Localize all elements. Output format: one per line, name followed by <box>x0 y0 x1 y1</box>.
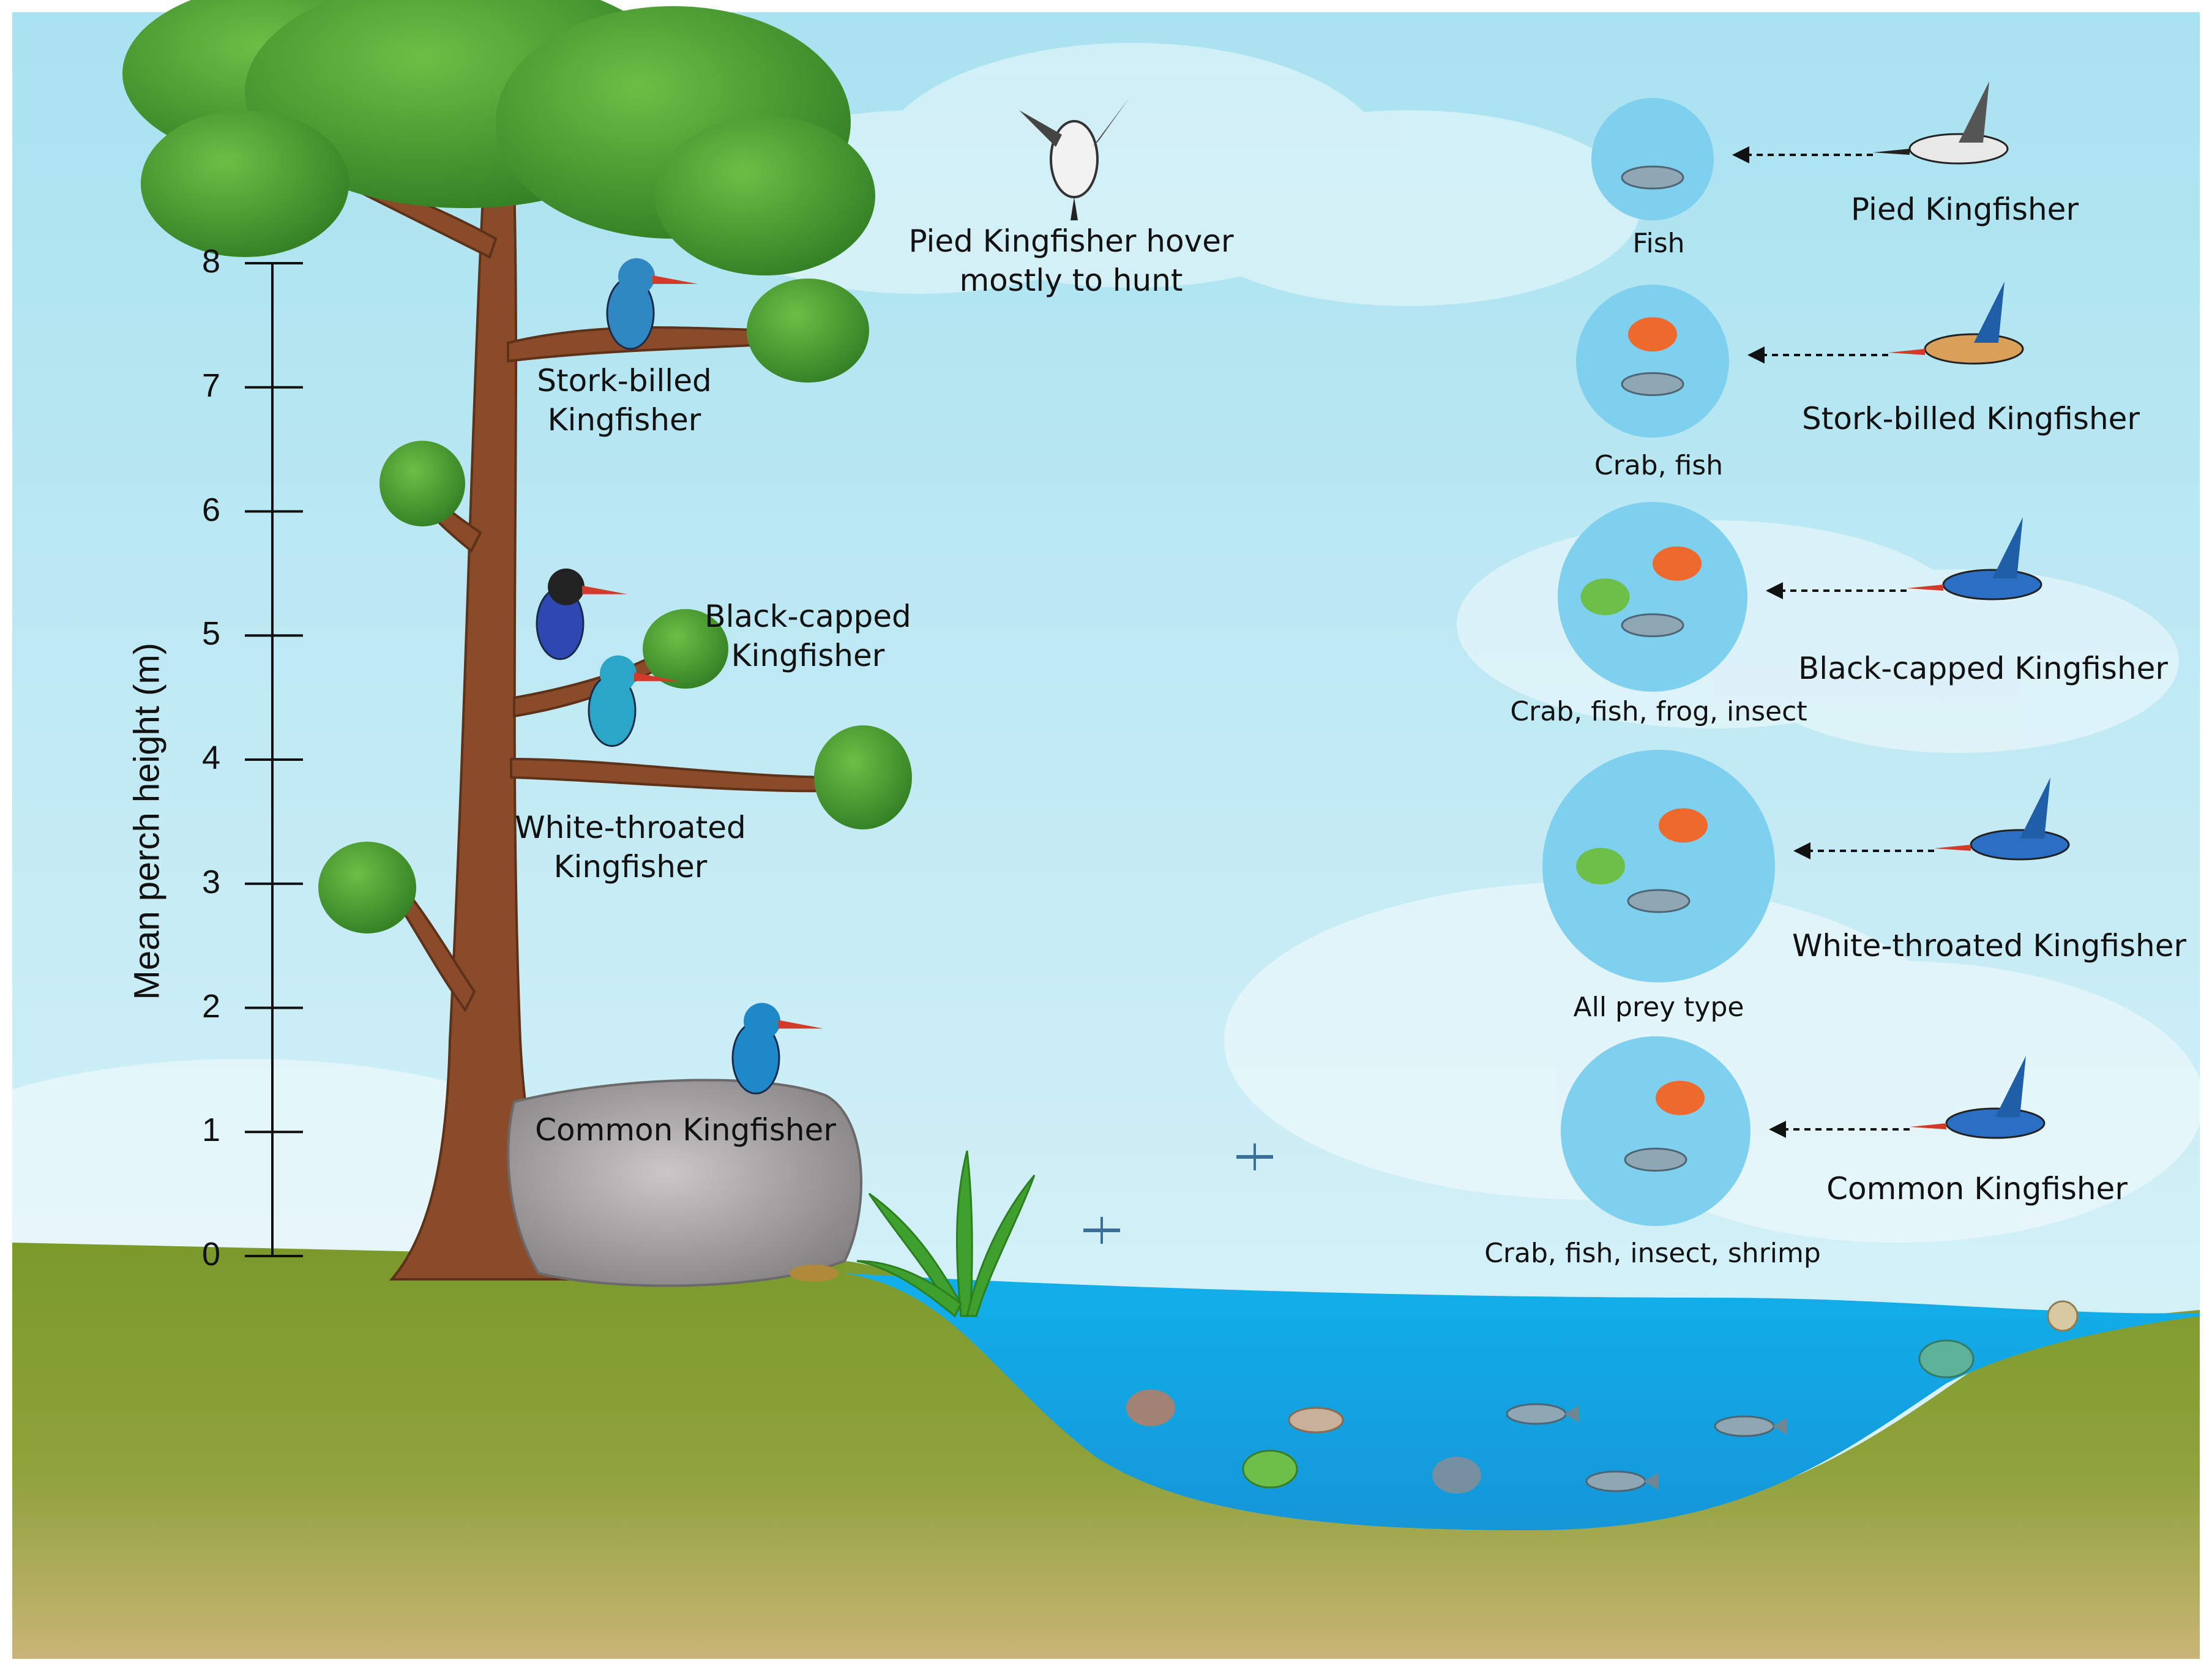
axis-title: Mean perch height (m) <box>127 643 167 1000</box>
fish-icon <box>1506 1403 1579 1425</box>
axis-tick-label: 4 <box>201 739 220 776</box>
arrow-head-icon <box>1769 1121 1786 1138</box>
pond-water <box>845 1273 2200 1530</box>
perched-bird-icon <box>536 568 627 660</box>
label-black-capped-kingfisher: Black-capped Kingfisher <box>686 597 930 675</box>
fish-icon <box>1624 1148 1687 1172</box>
tree-foliage <box>122 0 912 933</box>
reeds <box>856 1150 1036 1318</box>
insect-icon <box>1083 1217 1120 1244</box>
insect-icon <box>1236 1143 1273 1170</box>
label-line: White-throated <box>515 810 746 845</box>
axis-tick-label: 6 <box>201 491 220 528</box>
rock <box>507 1079 862 1287</box>
axis-tick-label: 8 <box>201 243 220 280</box>
flying-kingfisher-icon <box>1888 282 2024 365</box>
label-line: Kingfisher <box>547 402 701 438</box>
perched-bird-icon <box>588 655 679 747</box>
fish-icon <box>1621 165 1684 190</box>
flying-kingfisher-icon <box>1910 1056 2046 1139</box>
hover-note: Pied Kingfisher hover mostly to hunt <box>887 222 1255 300</box>
clouds <box>0 43 2203 1328</box>
label-line: Stork-billed <box>537 363 712 398</box>
crab-icon <box>1126 1389 1175 1426</box>
fish-icon <box>1627 889 1691 913</box>
prey-circle <box>1576 285 1729 438</box>
flying-kingfisher-icon <box>1934 777 2070 861</box>
diet-bird-label-stork-billed: Stork-billed Kingfisher <box>1802 401 2140 436</box>
crab-icon <box>1659 808 1708 843</box>
perched-birds <box>536 258 823 1094</box>
axis-tick-label: 0 <box>201 1236 220 1273</box>
prey-label-stork-billed: Crab, fish <box>1594 450 1724 481</box>
fish-icon <box>1621 372 1684 396</box>
label-white-throated-kingfisher: White-throated Kingfisher <box>508 808 753 886</box>
prey-label-white-throated: All prey type <box>1573 992 1744 1023</box>
prey-circle <box>1591 98 1714 220</box>
crab-icon <box>1628 317 1677 352</box>
prey-label-pied: Fish <box>1632 228 1685 259</box>
arrow-head-icon <box>1793 842 1810 859</box>
axis-ruler <box>245 262 303 1257</box>
arrow-head-icon <box>1766 582 1783 599</box>
label-line: Common Kingfisher <box>535 1112 836 1148</box>
label-common-kingfisher: Common Kingfisher <box>526 1110 845 1150</box>
diet-bird-label-pied: Pied Kingfisher <box>1851 192 2079 227</box>
prey-circle <box>1561 1036 1751 1226</box>
hover-note-line: Pied Kingfisher hover <box>908 223 1234 259</box>
pond-creatures <box>790 1143 2079 1494</box>
fish-icon <box>1585 1470 1659 1492</box>
axis-ticks <box>245 262 303 1257</box>
perched-bird-icon <box>731 1003 823 1094</box>
fish-icon <box>1714 1415 1787 1437</box>
ground <box>12 1243 2200 1659</box>
diet-bird-label-black-capped: Black-capped Kingfisher <box>1798 651 2168 686</box>
label-line: Kingfisher <box>731 638 885 673</box>
axis-tick-label: 5 <box>201 615 220 653</box>
diet-panel <box>1542 81 2070 1226</box>
snail-icon <box>2047 1300 2079 1332</box>
frog-icon <box>1576 848 1625 884</box>
frog-icon <box>1242 1449 1298 1489</box>
diet-bird-label-white-throated: White-throated Kingfisher <box>1792 928 2187 963</box>
label-line: Kingfisher <box>553 849 708 884</box>
frog-icon <box>1580 578 1630 615</box>
label-stork-billed-kingfisher: Stork-billed Kingfisher <box>502 361 747 439</box>
crab-icon <box>1653 546 1702 581</box>
arrow-head-icon <box>1747 346 1765 364</box>
axis-tick-label: 7 <box>201 367 220 404</box>
crab-icon <box>1656 1080 1705 1115</box>
axis-tick-label: 2 <box>201 987 220 1025</box>
flying-kingfisher-icon <box>1907 517 2042 600</box>
arrow-head-icon <box>1732 146 1749 163</box>
fish-icon <box>1621 613 1684 637</box>
axis-tick-label: 3 <box>201 863 220 900</box>
flying-kingfisher-icon <box>1873 81 2009 165</box>
frog-icon <box>1918 1339 1975 1378</box>
lizard-icon <box>790 1265 839 1282</box>
perched-bird-icon <box>606 258 698 350</box>
diet-bird-label-common: Common Kingfisher <box>1826 1171 2128 1206</box>
label-line: Black-capped <box>704 599 911 634</box>
shrimp-icon <box>1288 1407 1344 1434</box>
crab-icon <box>1432 1457 1481 1494</box>
hover-note-line: mostly to hunt <box>959 263 1183 298</box>
prey-circle <box>1558 502 1747 692</box>
axis-tick-label: 1 <box>201 1112 220 1149</box>
prey-label-black-capped: Crab, fish, frog, insect <box>1510 696 1807 727</box>
pied-kingfisher-hover-icon <box>1019 98 1129 220</box>
prey-circle <box>1542 750 1775 982</box>
prey-label-common: Crab, fish, insect, shrimp <box>1484 1238 1821 1269</box>
